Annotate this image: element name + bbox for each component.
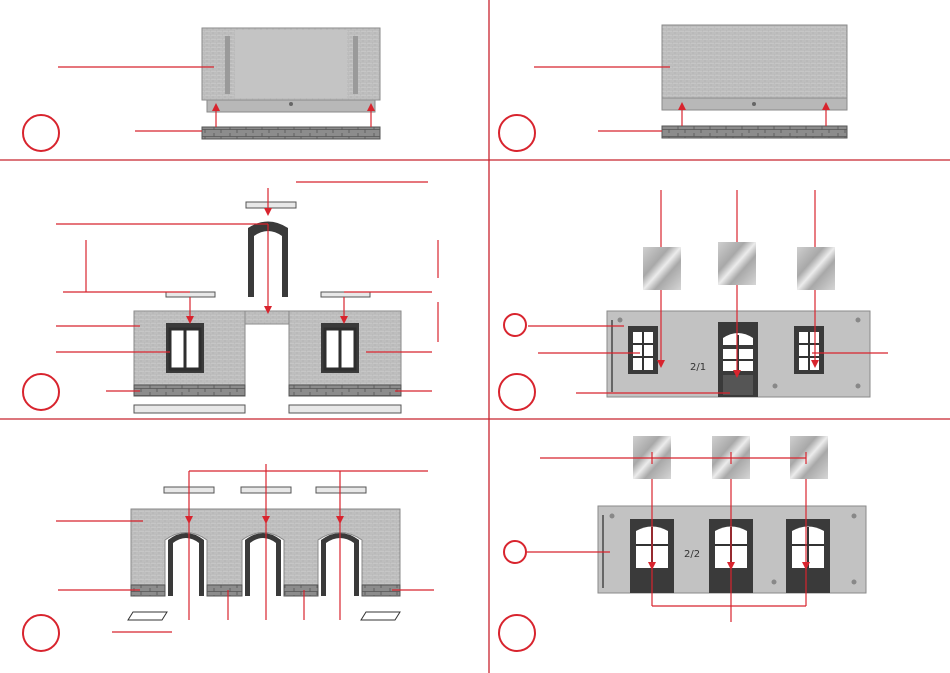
screw-1 bbox=[618, 318, 623, 323]
panel-3 bbox=[23, 182, 438, 413]
panel-6: 2/2 bbox=[499, 436, 866, 651]
panel-hole bbox=[752, 102, 756, 106]
screw-8 bbox=[852, 580, 857, 585]
panel-5 bbox=[23, 464, 434, 651]
step-small-circle-p4 bbox=[504, 314, 526, 336]
panel-rib-right bbox=[353, 36, 358, 94]
step-circle-p6 bbox=[499, 615, 535, 651]
arrowhead-p3-door-a bbox=[264, 208, 272, 216]
sill-right-window bbox=[321, 292, 370, 297]
base-piece-left bbox=[128, 612, 167, 620]
sill-left-window bbox=[166, 292, 215, 297]
roof-panel-textured bbox=[662, 25, 847, 98]
door-panel bbox=[723, 375, 753, 395]
panel-4: 2/1 bbox=[499, 190, 888, 410]
glass-pane-1 bbox=[643, 247, 681, 290]
screw-6 bbox=[852, 514, 857, 519]
arch-frame-2 bbox=[245, 533, 281, 596]
screw-2 bbox=[856, 318, 861, 323]
glass-pane-3 bbox=[797, 247, 835, 290]
stone-strip bbox=[202, 127, 380, 139]
arcade-plinth-3 bbox=[284, 585, 318, 596]
panel-2 bbox=[499, 25, 847, 151]
screw-7 bbox=[772, 580, 777, 585]
step-circle-p5 bbox=[23, 615, 59, 651]
arch-frame-1 bbox=[168, 533, 204, 596]
step-small-circle-p6 bbox=[504, 541, 526, 563]
plinth-right bbox=[289, 385, 401, 396]
part-code-label: 2/1 bbox=[690, 362, 706, 373]
stone-strip bbox=[662, 126, 847, 138]
screw-4 bbox=[856, 384, 861, 389]
sill-top-door bbox=[246, 202, 296, 208]
step-circle-p2 bbox=[499, 115, 535, 151]
wall-door-lintel bbox=[245, 311, 289, 324]
panel-1 bbox=[23, 28, 380, 151]
screw-3 bbox=[773, 384, 778, 389]
base-piece-right bbox=[361, 612, 400, 620]
panel-hole bbox=[289, 102, 293, 106]
part-code-label: 2/2 bbox=[684, 549, 700, 560]
step-circle-p3 bbox=[23, 374, 59, 410]
base-strip-left bbox=[134, 405, 245, 413]
panel-inner-field bbox=[235, 30, 347, 98]
plinth-left bbox=[134, 385, 245, 396]
step-circle-p1 bbox=[23, 115, 59, 151]
panel-rib-left bbox=[225, 36, 230, 94]
screw-5 bbox=[610, 514, 615, 519]
base-strip-right bbox=[289, 405, 401, 413]
step-circle-p4 bbox=[499, 374, 535, 410]
arcade-plinth-2 bbox=[207, 585, 242, 596]
glass-pane-2 bbox=[718, 242, 756, 285]
sill-p5-3 bbox=[316, 487, 366, 493]
